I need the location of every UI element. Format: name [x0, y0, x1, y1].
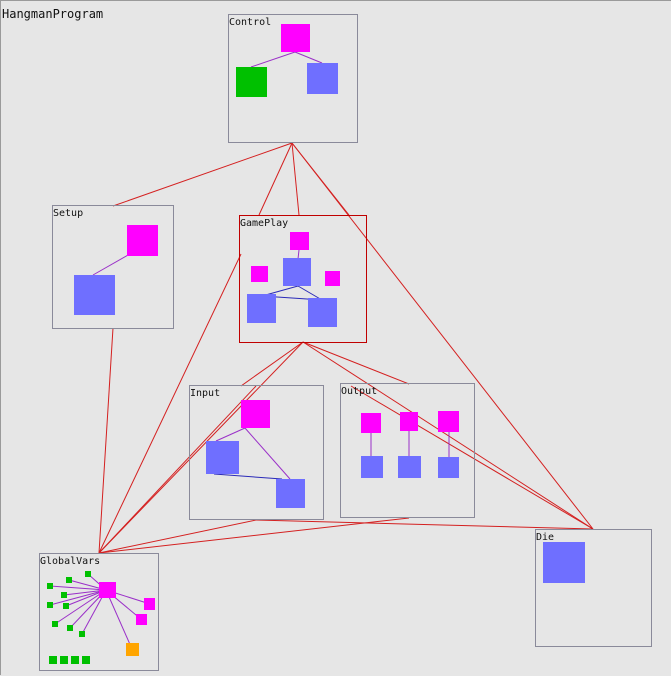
output-node-5[interactable] — [398, 456, 421, 478]
input-right-node[interactable] — [276, 479, 305, 508]
gameplay-bottom-left-node[interactable] — [247, 294, 276, 323]
control-main-node[interactable] — [281, 24, 310, 52]
gameplay-center-node[interactable] — [283, 258, 311, 286]
globalvars-green-node-11[interactable] — [60, 656, 68, 664]
module-gameplay-label: GamePlay — [240, 218, 289, 229]
module-input[interactable]: Input — [189, 385, 324, 520]
die-node[interactable] — [543, 542, 585, 583]
output-node-2[interactable] — [400, 412, 418, 431]
globalvars-green-node-9[interactable] — [79, 631, 85, 637]
setup-blue-node[interactable] — [74, 275, 115, 315]
globalvars-green-node-5[interactable] — [47, 602, 53, 608]
module-globalvars[interactable]: GlobalVars — [39, 553, 159, 671]
control-green-node[interactable] — [236, 67, 267, 97]
module-gameplay[interactable]: GamePlay — [239, 215, 367, 343]
globalvars-green-node-13[interactable] — [82, 656, 90, 664]
globalvars-green-node-3[interactable] — [85, 571, 91, 577]
program-title: HangmanProgram — [2, 7, 104, 21]
module-die[interactable]: Die — [535, 529, 652, 647]
output-node-1[interactable] — [361, 413, 381, 433]
gameplay-left-small-node[interactable] — [251, 266, 268, 282]
gameplay-right-small-node[interactable] — [325, 271, 340, 286]
setup-main-node[interactable] — [127, 225, 158, 256]
output-node-4[interactable] — [361, 456, 383, 478]
module-die-label: Die — [536, 532, 555, 543]
globalvars-orange-node[interactable] — [126, 643, 139, 656]
module-output[interactable]: Output — [340, 383, 475, 518]
gameplay-bottom-right-node[interactable] — [308, 298, 337, 327]
globalvars-green-node-7[interactable] — [52, 621, 58, 627]
globalvars-green-node-4[interactable] — [61, 592, 67, 598]
globalvars-green-node-2[interactable] — [66, 577, 72, 583]
module-control[interactable]: Control — [228, 14, 358, 143]
input-left-node[interactable] — [206, 441, 239, 474]
globalvars-pink-node-2[interactable] — [136, 614, 147, 625]
module-control-label: Control — [229, 17, 272, 28]
module-input-label: Input — [190, 388, 221, 399]
globalvars-green-node-6[interactable] — [63, 603, 69, 609]
input-main-node[interactable] — [241, 400, 270, 428]
globalvars-green-node-1[interactable] — [47, 583, 53, 589]
gameplay-top-node[interactable] — [290, 232, 309, 250]
globalvars-green-node-10[interactable] — [49, 656, 57, 664]
module-output-label: Output — [341, 386, 378, 397]
control-blue-node[interactable] — [307, 63, 338, 94]
module-setup[interactable]: Setup — [52, 205, 174, 329]
module-setup-label: Setup — [53, 208, 84, 219]
globalvars-main-node[interactable] — [99, 582, 116, 598]
globalvars-pink-node-1[interactable] — [144, 598, 155, 610]
output-node-6[interactable] — [438, 457, 459, 478]
module-globalvars-label: GlobalVars — [40, 556, 101, 567]
globalvars-green-node-12[interactable] — [71, 656, 79, 664]
globalvars-green-node-8[interactable] — [67, 625, 73, 631]
output-node-3[interactable] — [438, 411, 459, 432]
